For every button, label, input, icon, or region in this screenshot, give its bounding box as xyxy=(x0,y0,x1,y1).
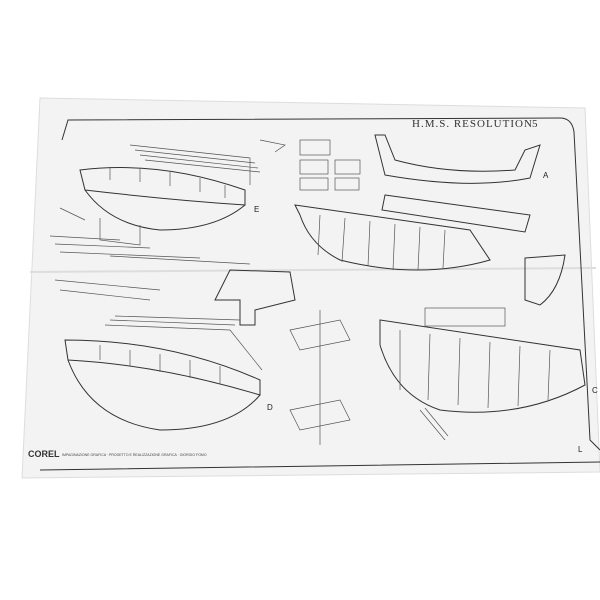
stern-part xyxy=(524,254,566,306)
svg-text:A: A xyxy=(543,171,549,180)
figure-d-hull: D xyxy=(64,315,273,431)
fold-line xyxy=(29,267,597,273)
svg-text:C: C xyxy=(592,386,598,395)
frames-assembly xyxy=(294,204,491,271)
sheet-number: 5 xyxy=(532,118,539,130)
figure-e-hull: E xyxy=(79,144,261,246)
small-parts xyxy=(259,139,361,191)
svg-text:D: D xyxy=(267,403,273,412)
figure-a-keel: A xyxy=(374,134,549,233)
figure-c-frames: C L xyxy=(379,307,598,454)
rudder-fitting xyxy=(214,269,296,326)
svg-text:L: L xyxy=(578,445,583,454)
svg-text:E: E xyxy=(254,205,259,214)
deck-parts xyxy=(289,310,351,445)
paper-sheet xyxy=(21,97,600,479)
footer-logo: COREL xyxy=(28,449,60,459)
footer-caption: IMPAGINAZIONE GRAFICA · PROGETTO E REALI… xyxy=(62,453,207,457)
sheet-title: H.M.S. RESOLUTION xyxy=(412,118,533,130)
strip-parts xyxy=(49,207,251,301)
svg-text:COREL: COREL xyxy=(28,449,60,459)
sheet-border xyxy=(39,117,600,471)
